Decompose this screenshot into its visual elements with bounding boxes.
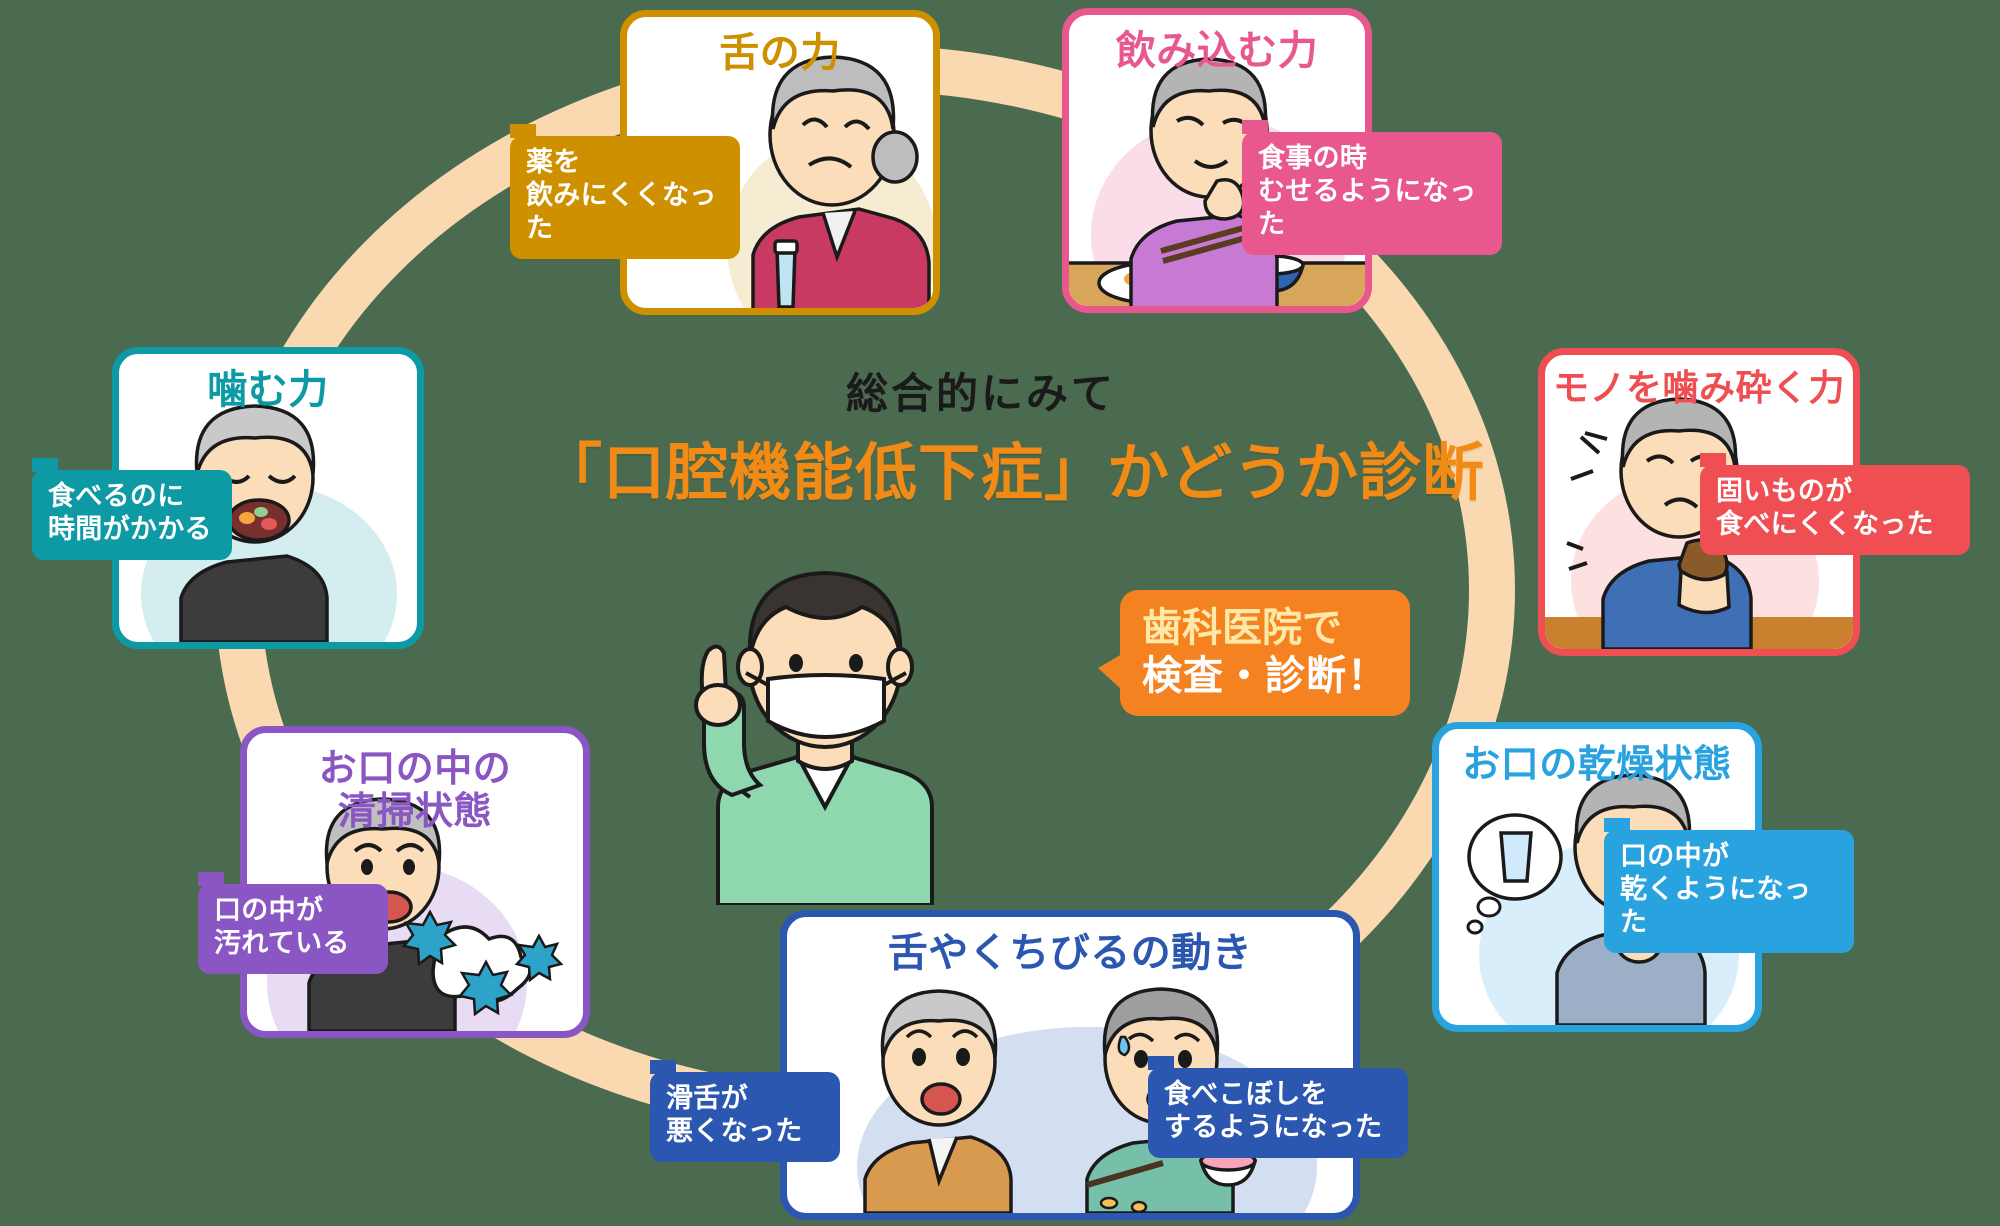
card-tongue-lip-movement[interactable]: 舌やくちびるの動き <box>780 910 1360 1220</box>
card-title-oral-cleanliness: お口の中の 清掃状態 <box>318 746 512 833</box>
card-art-tongue-strength <box>627 17 933 308</box>
card-title-biting-power: 噛む力 <box>207 367 329 413</box>
speech-bubble-line2: 検査・診断！ <box>1142 653 1388 699</box>
card-title-mouth-dryness: お口の乾燥状態 <box>1462 742 1732 786</box>
tip-mouth-dryness: 口の中が 乾くようになった <box>1604 818 1854 953</box>
tip-tongue-strength: 薬を 飲みにくくなった <box>510 124 740 259</box>
card-title-tongue-strength: 舌の力 <box>719 30 841 76</box>
tip-tongue-lip-left: 滑舌が 悪くなった <box>650 1060 840 1162</box>
speech-bubble-line1: 歯科医院で <box>1142 605 1342 651</box>
speech-bubble: 歯科医院で 検査・診断！ <box>1098 590 1410 716</box>
card-title-chewing-crush: モノを噛み砕く力 <box>1552 368 1845 409</box>
center-subtitle: 総合的にみて <box>846 369 1117 418</box>
tip-biting-power: 食べるのに 時間がかかる <box>32 458 232 560</box>
tip-oral-cleanliness: 口の中が 汚れている <box>198 872 388 974</box>
card-art-biting-power <box>119 354 417 642</box>
card-title-tongue-lip-movement: 舌やくちびるの動き <box>887 930 1253 976</box>
tip-chewing-crush: 固いものが 食べにくくなった <box>1700 453 1970 555</box>
tip-tongue-lip-right: 食べこぼしを するようになった <box>1148 1056 1408 1158</box>
card-biting-power[interactable]: 噛む力 <box>112 347 424 649</box>
dentist-illustration <box>600 545 1020 905</box>
card-oral-cleanliness[interactable]: お口の中の 清掃状態 <box>240 726 590 1038</box>
center-headline: 「口腔機能低下症」かどうか診断 <box>540 436 1486 509</box>
card-title-swallowing: 飲み込む力 <box>1115 28 1319 74</box>
tip-swallowing: 食事の時 むせるようになった <box>1242 120 1502 255</box>
